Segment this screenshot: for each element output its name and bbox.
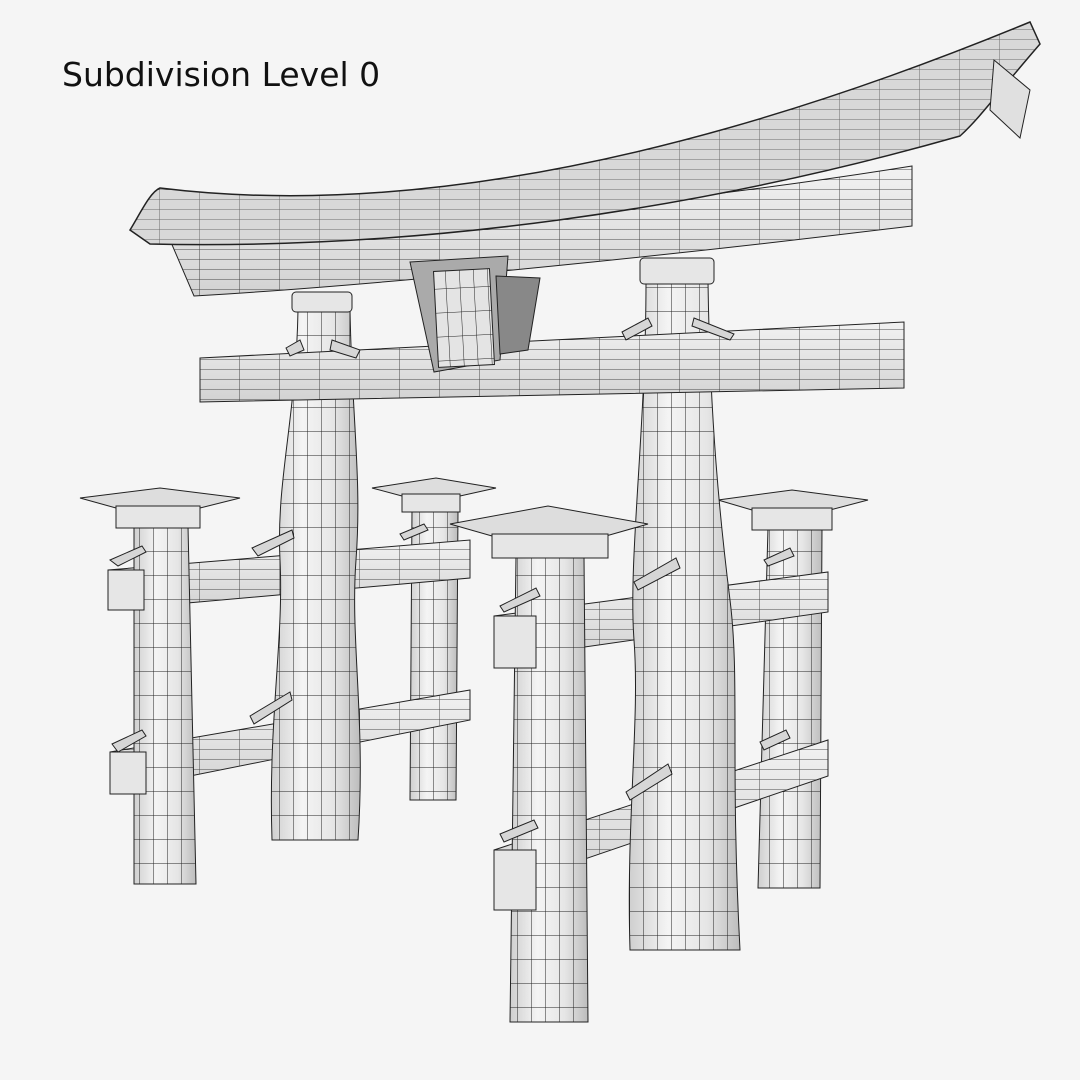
front-right-support-post bbox=[449, 505, 649, 1023]
front-left-support-post bbox=[79, 487, 241, 885]
name-plaque bbox=[409, 255, 541, 373]
main-left-pillar bbox=[270, 291, 361, 841]
curved-roof bbox=[128, 21, 1041, 246]
subdivision-level-caption: Subdivision Level 0 bbox=[62, 55, 381, 94]
brace-wedges bbox=[109, 317, 795, 843]
lower-tie-beam bbox=[199, 321, 905, 403]
back-right-support-post bbox=[717, 489, 869, 889]
